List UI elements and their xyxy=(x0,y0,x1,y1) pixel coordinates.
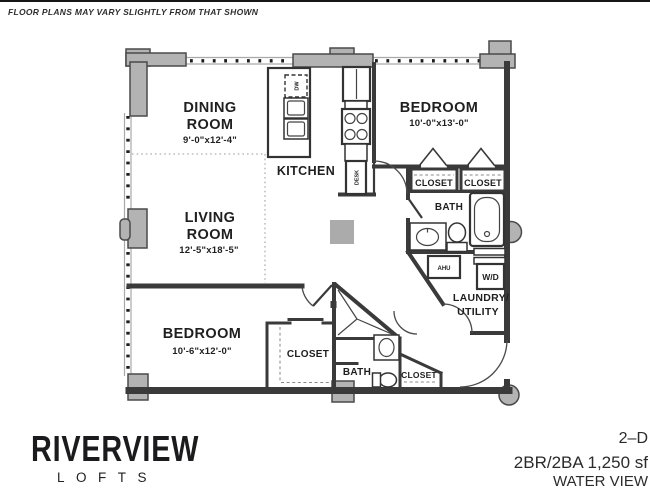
shower xyxy=(337,289,358,320)
dining-room-dims: 9'-0"x12'-4" xyxy=(183,135,237,146)
bedroom-top-label: BEDROOM xyxy=(400,100,479,116)
toilet-bottom xyxy=(378,372,398,388)
linen-shelf-1 xyxy=(473,247,506,256)
bath-bottom-door-arc xyxy=(393,310,418,335)
column-living-room xyxy=(330,220,354,244)
brand-name: RIVERVIEW xyxy=(31,428,199,469)
dishwasher-label: DW xyxy=(295,81,301,91)
bath-bottom-label: BATH xyxy=(343,367,371,378)
toilet-top xyxy=(447,222,467,243)
footer: RIVERVIEW LOFTS 2–D 2BR/2BA 1,250 sf WAT… xyxy=(31,428,649,490)
fireplace xyxy=(127,208,148,249)
vanity-sink-bottom xyxy=(373,334,400,361)
ahu-label: AHU xyxy=(438,266,451,272)
bedroom-bottom-label: BEDROOM xyxy=(163,326,242,342)
sink-basin-2 xyxy=(283,118,309,140)
closet-top-left-label: CLOSET xyxy=(415,178,453,188)
living-room-dims: 12'-5"x18'-5" xyxy=(179,245,238,256)
counter-segment xyxy=(344,100,368,110)
room-labels: DINING ROOM 9'-0"x12'-4" KITCHEN LIVING … xyxy=(163,81,509,380)
disclaimer-text: FLOOR PLANS MAY VARY SLIGHTLY FROM THAT … xyxy=(8,7,259,17)
doors xyxy=(287,147,508,388)
living-room-label-1: LIVING xyxy=(185,210,236,226)
kitchen-fixtures xyxy=(266,65,372,196)
bedroom-top-dims: 10'-0"x13'-0" xyxy=(409,118,468,129)
dining-room-label-1: DINING xyxy=(183,100,236,116)
bedroom-top-door-arc xyxy=(373,160,408,195)
entry-door-arc xyxy=(459,339,508,388)
exterior-walls xyxy=(125,61,513,394)
closet-bottom-left-label: CLOSET xyxy=(287,349,329,360)
fireplace-bump xyxy=(119,218,131,241)
closet-top-right-label: CLOSET xyxy=(464,178,502,188)
closet-top-right-door xyxy=(466,147,496,167)
unit-code: 2–D xyxy=(619,430,648,447)
desk xyxy=(344,159,368,196)
laundry-label-2: UTILITY xyxy=(457,306,499,318)
washer-dryer-label: W/D xyxy=(482,272,499,282)
counter-segment-2 xyxy=(344,143,368,162)
bath-top-fixtures xyxy=(409,191,506,265)
bath-top-door-leaf xyxy=(407,197,423,219)
shower-valve xyxy=(330,301,337,308)
unit-specs: 2BR/2BA 1,250 sf xyxy=(514,453,648,472)
brand-subtitle: LOFTS xyxy=(57,470,158,485)
washer-dryer xyxy=(475,262,506,291)
unit-view: WATER VIEW xyxy=(553,473,649,490)
kitchen-label: KITCHEN xyxy=(277,164,335,178)
bedroom-bottom-door-leaf xyxy=(312,284,333,307)
pier-top-middle xyxy=(292,53,374,68)
desk-label: DESK xyxy=(355,170,361,185)
closet-top-left-door xyxy=(418,147,448,167)
ahu-unit xyxy=(426,254,462,280)
laundry-door-arc xyxy=(442,303,473,334)
closet-entry-label: CLOSET xyxy=(401,370,437,380)
laundry-label-1: LAUNDRY/ xyxy=(453,292,509,304)
room-divider-dotted xyxy=(132,153,266,284)
bedroom-bottom-door-arc xyxy=(301,286,314,307)
living-room-label-2: ROOM xyxy=(187,227,234,243)
closet-rods xyxy=(279,174,501,383)
bedroom-bottom-dims: 10'-6"x12'-0" xyxy=(172,346,231,357)
sink-basin-1 xyxy=(283,97,309,119)
dishwasher xyxy=(284,74,308,98)
bath-top-label: BATH xyxy=(435,202,463,213)
laundry-fixtures xyxy=(426,254,506,291)
bath-bottom-fixtures xyxy=(337,289,400,388)
bathtub xyxy=(468,191,506,248)
stove xyxy=(340,107,372,146)
dining-room-label-2: ROOM xyxy=(187,117,234,133)
